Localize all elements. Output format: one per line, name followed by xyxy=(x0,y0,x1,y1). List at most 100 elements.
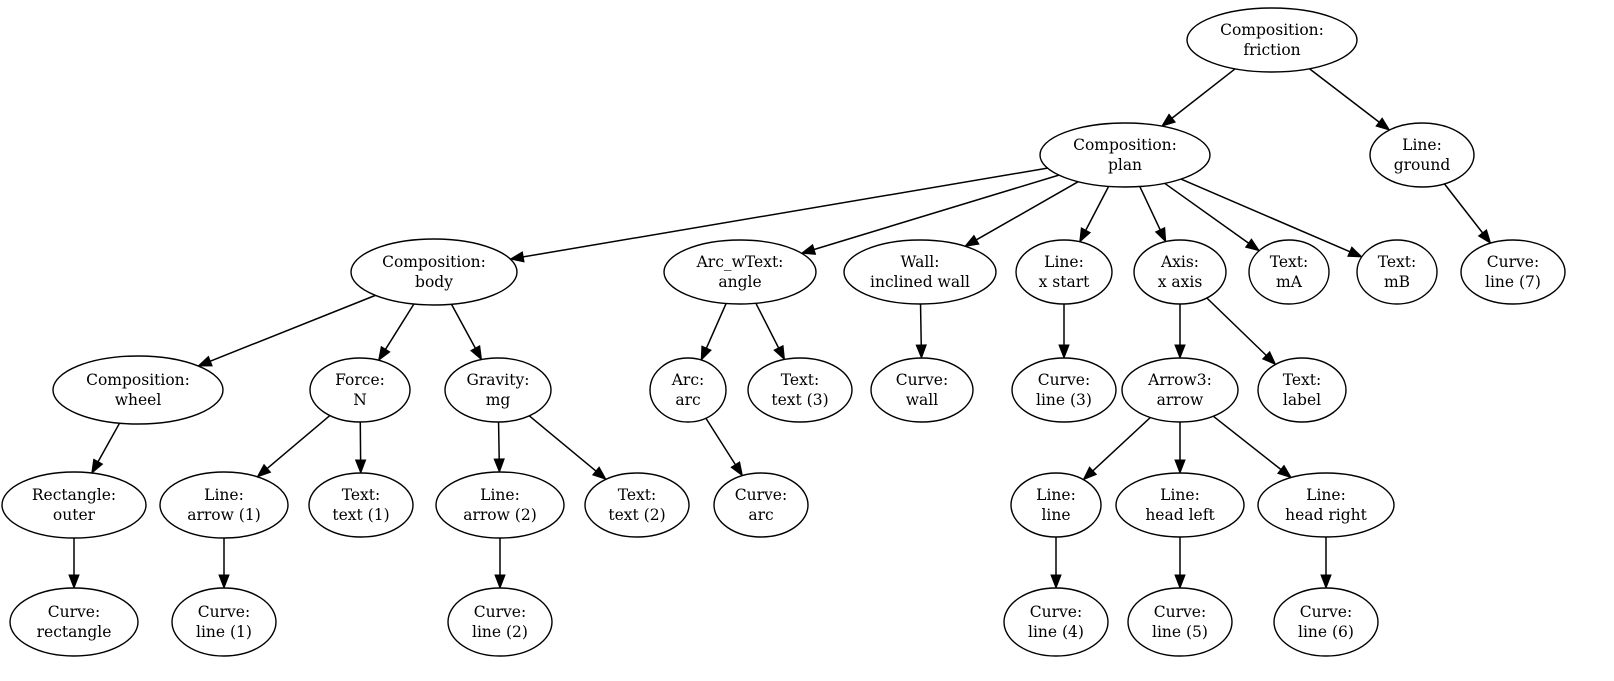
node-line6[interactable]: Curve:line (6) xyxy=(1273,587,1379,657)
node-ellipse-plan[interactable] xyxy=(1039,122,1211,188)
arrowhead-plan-to-incwall xyxy=(963,234,980,247)
node-ellipse-textmA[interactable] xyxy=(1248,239,1330,305)
node-label-name-arrow1: arrow (1) xyxy=(187,506,261,524)
node-ellipse-text1[interactable] xyxy=(308,472,414,538)
node-lineline[interactable]: Line:line xyxy=(1010,472,1102,538)
node-label-name-wheel: wheel xyxy=(115,391,162,409)
arrowhead-friction-to-ground xyxy=(1375,117,1391,131)
node-line3[interactable]: Curve:line (3) xyxy=(1011,357,1117,423)
node-label-type-plan: Composition: xyxy=(1073,136,1177,154)
node-curvearc[interactable]: Curve:arc xyxy=(713,472,809,538)
node-wheel[interactable]: Composition:wheel xyxy=(52,355,224,425)
node-angle[interactable]: Arc_wText:angle xyxy=(663,239,817,305)
node-forceN[interactable]: Force:N xyxy=(309,357,411,423)
node-xaxis[interactable]: Axis:x axis xyxy=(1133,239,1227,305)
node-ellipse-text2[interactable] xyxy=(584,472,690,538)
node-ellipse-line4[interactable] xyxy=(1003,587,1109,657)
node-ground[interactable]: Line:ground xyxy=(1369,122,1475,188)
node-label-type-lineline: Line: xyxy=(1036,486,1076,504)
node-headleft[interactable]: Line:head left xyxy=(1115,472,1245,538)
node-ellipse-arrow3[interactable] xyxy=(1121,357,1239,423)
edge-plan-to-incwall xyxy=(976,181,1079,241)
node-curverect[interactable]: Curve:rectangle xyxy=(9,587,139,657)
node-curvewall[interactable]: Curve:wall xyxy=(870,357,974,423)
node-arc[interactable]: Arc:arc xyxy=(649,357,727,423)
node-label-name-angle: angle xyxy=(718,273,761,291)
node-ellipse-arc[interactable] xyxy=(649,357,727,423)
node-ellipse-textlabel[interactable] xyxy=(1257,357,1347,423)
node-ellipse-rectouter[interactable] xyxy=(1,471,147,539)
node-ellipse-line3[interactable] xyxy=(1011,357,1117,423)
node-ellipse-line5[interactable] xyxy=(1127,587,1233,657)
node-label-type-gravitymg: Gravity: xyxy=(467,371,530,389)
node-gravitymg[interactable]: Gravity:mg xyxy=(444,357,552,423)
node-ellipse-forceN[interactable] xyxy=(309,357,411,423)
node-headright[interactable]: Line:head right xyxy=(1257,472,1395,538)
edge-xaxis-to-textlabel xyxy=(1206,297,1267,356)
node-label-name-ground: ground xyxy=(1394,156,1451,174)
arrowhead-arrow3-to-headleft xyxy=(1174,459,1186,475)
node-text1[interactable]: Text:text (1) xyxy=(308,472,414,538)
node-ellipse-wheel[interactable] xyxy=(52,355,224,425)
node-ellipse-angle[interactable] xyxy=(663,239,817,305)
node-label-type-angle: Arc_wText: xyxy=(696,253,784,271)
node-arrow2[interactable]: Line:arrow (2) xyxy=(435,471,565,539)
node-ellipse-headleft[interactable] xyxy=(1115,472,1245,538)
node-ellipse-incwall[interactable] xyxy=(843,239,997,305)
node-ellipse-ground[interactable] xyxy=(1369,122,1475,188)
node-text3[interactable]: Text:text (3) xyxy=(747,357,853,423)
node-label-name-line6: line (6) xyxy=(1298,623,1354,641)
node-ellipse-line2[interactable] xyxy=(447,587,553,657)
node-label-name-plan: plan xyxy=(1108,156,1142,174)
node-label-name-arrow3: arrow xyxy=(1157,391,1204,409)
node-rectouter[interactable]: Rectangle:outer xyxy=(1,471,147,539)
node-incwall[interactable]: Wall:inclined wall xyxy=(843,239,997,305)
node-ellipse-headright[interactable] xyxy=(1257,472,1395,538)
node-textmB[interactable]: Text:mB xyxy=(1356,239,1438,305)
arrowhead-plan-to-textmB xyxy=(1347,246,1364,258)
edge-plan-to-xstart xyxy=(1085,186,1110,231)
arrowhead-rectouter-to-curverect xyxy=(68,574,80,590)
node-label-name-text2: text (2) xyxy=(608,506,665,524)
node-ellipse-xstart[interactable] xyxy=(1015,239,1113,305)
node-plan[interactable]: Composition: plan xyxy=(1039,122,1211,188)
edge-arrow3-to-headright xyxy=(1212,415,1282,471)
node-line7[interactable]: Curve:line (7) xyxy=(1460,239,1566,305)
node-ellipse-curvewall[interactable] xyxy=(870,357,974,423)
node-ellipse-curverect[interactable] xyxy=(9,587,139,657)
node-xstart[interactable]: Line:x start xyxy=(1015,239,1113,305)
arrowhead-plan-to-xstart xyxy=(1079,227,1092,244)
node-ellipse-curvearc[interactable] xyxy=(713,472,809,538)
node-ellipse-arrow2[interactable] xyxy=(435,471,565,539)
node-ellipse-line6[interactable] xyxy=(1273,587,1379,657)
arrowhead-lineline-to-line4 xyxy=(1050,574,1062,590)
arrowhead-headright-to-line6 xyxy=(1320,574,1332,590)
edge-gravitymg-to-arrow2 xyxy=(497,421,500,460)
arrowhead-friction-to-plan xyxy=(1160,113,1177,128)
node-ellipse-arrow1[interactable] xyxy=(159,471,289,539)
node-line4[interactable]: Curve:line (4) xyxy=(1003,587,1109,657)
node-friction[interactable]: Composition:friction xyxy=(1186,7,1358,73)
node-ellipse-line7[interactable] xyxy=(1460,239,1566,305)
node-line1[interactable]: Curve:line (1) xyxy=(171,587,277,657)
node-label-type-textlabel: Text: xyxy=(1283,371,1322,389)
node-arrow3[interactable]: Arrow3:arrow xyxy=(1121,357,1239,423)
node-line5[interactable]: Curve:line (5) xyxy=(1127,587,1233,657)
node-ellipse-textmB[interactable] xyxy=(1356,239,1438,305)
node-textlabel[interactable]: Text:label xyxy=(1257,357,1347,423)
node-text2[interactable]: Text:text (2) xyxy=(584,472,690,538)
node-textmA[interactable]: Text:mA xyxy=(1248,239,1330,305)
node-body[interactable]: Composition:body xyxy=(350,238,518,306)
node-ellipse-gravitymg[interactable] xyxy=(444,357,552,423)
node-ellipse-friction[interactable] xyxy=(1186,7,1358,73)
node-ellipse-body[interactable] xyxy=(350,238,518,306)
node-ellipse-line1[interactable] xyxy=(171,587,277,657)
node-ellipse-lineline[interactable] xyxy=(1010,472,1102,538)
node-label-type-arrow1: Line: xyxy=(204,486,244,504)
node-ellipse-text3[interactable] xyxy=(747,357,853,423)
node-ellipse-xaxis[interactable] xyxy=(1133,239,1227,305)
node-label-type-headright: Line: xyxy=(1306,486,1346,504)
node-line2[interactable]: Curve:line (2) xyxy=(447,587,553,657)
node-arrow1[interactable]: Line: arrow (1) xyxy=(159,471,289,539)
